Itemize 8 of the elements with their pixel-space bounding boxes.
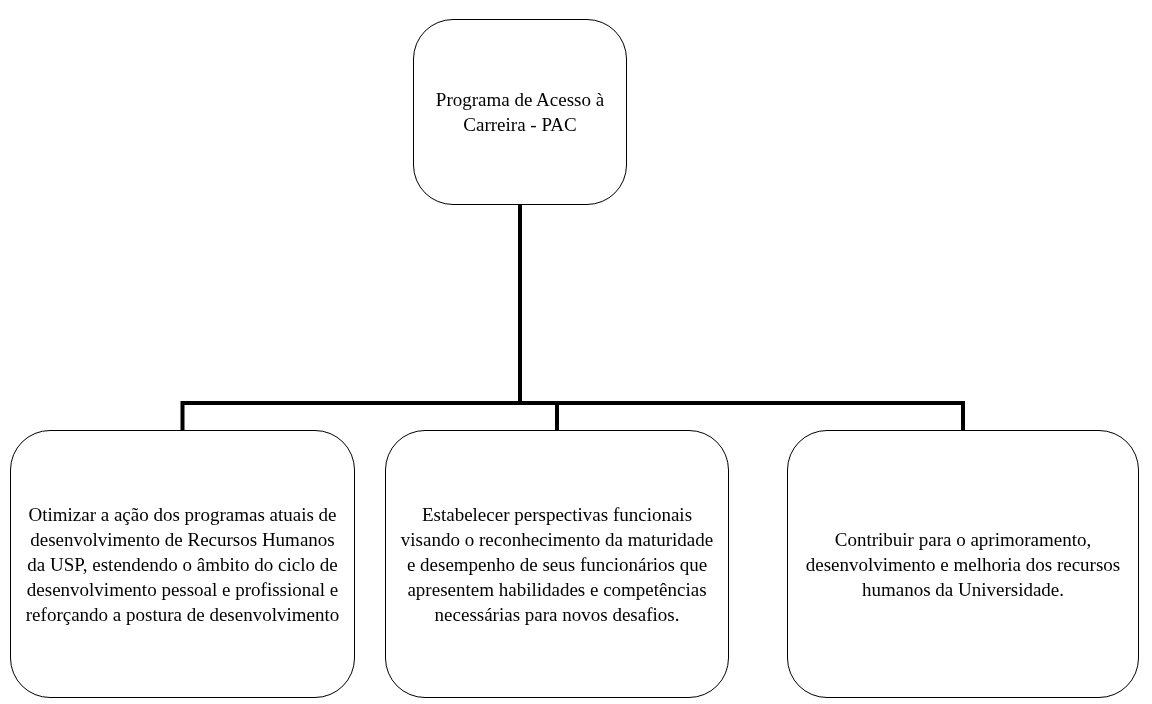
rounded-box — [385, 430, 729, 698]
box-text: Programa de Acesso à Carreira - PAC — [434, 88, 606, 137]
box-text: Otimizar a ação dos programas atuais de desenvolvimento de Recursos Humanos da USP, estendendo o âmbito do ciclo de desenvolvimento pessoal e profissional e reforçando a postura de desenvolvimento — [24, 502, 341, 627]
box-text: Estabelecer perspectivas funcionais visando o reconhecimento da maturidade e desempenho de seus funcionários que apresentem habilidades e competências necessárias para novos desafios. — [399, 502, 715, 627]
box-text: Contribuir para o aprimoramento, desenvolvimento e melhoria dos recursos humanos da Universidade. — [804, 527, 1122, 602]
rounded-box — [413, 19, 627, 205]
rounded-box — [10, 430, 355, 698]
rounded-box — [787, 430, 1139, 698]
